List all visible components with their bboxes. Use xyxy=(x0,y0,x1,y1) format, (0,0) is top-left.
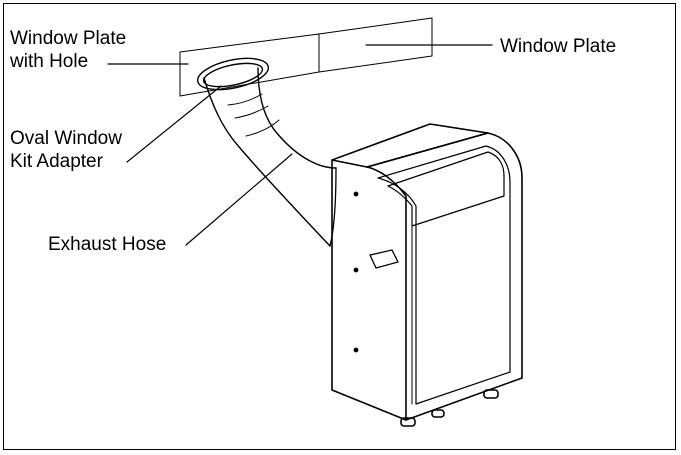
label-window-plate-with-hole-line1: Window Plate xyxy=(10,28,127,49)
label-window-plate-with-hole: Window Plate with Hole xyxy=(10,27,126,73)
diagram-frame xyxy=(3,3,676,450)
label-oval-window-kit-adapter-line1: Oval Window xyxy=(10,128,122,149)
window-plate-shape xyxy=(318,17,433,73)
label-window-plate-with-hole-line2: with Hole xyxy=(10,51,89,72)
exhaust-hose-shape xyxy=(203,67,337,247)
air-conditioner-body xyxy=(329,123,523,427)
label-oval-window-kit-adapter-line2: Kit Adapter xyxy=(10,151,103,172)
leader-lines xyxy=(107,44,493,246)
oval-window-kit-adapter-shape xyxy=(196,57,270,91)
label-exhaust-hose: Exhaust Hose xyxy=(48,234,167,255)
leader-line-oval-window-kit-adapter xyxy=(126,85,222,163)
leader-line-exhaust-hose xyxy=(185,153,293,246)
label-window-plate: Window Plate xyxy=(500,36,617,57)
label-oval-window-kit-adapter: Oval Window Kit Adapter xyxy=(10,127,122,173)
window-plate-with-hole-shape xyxy=(179,33,320,97)
